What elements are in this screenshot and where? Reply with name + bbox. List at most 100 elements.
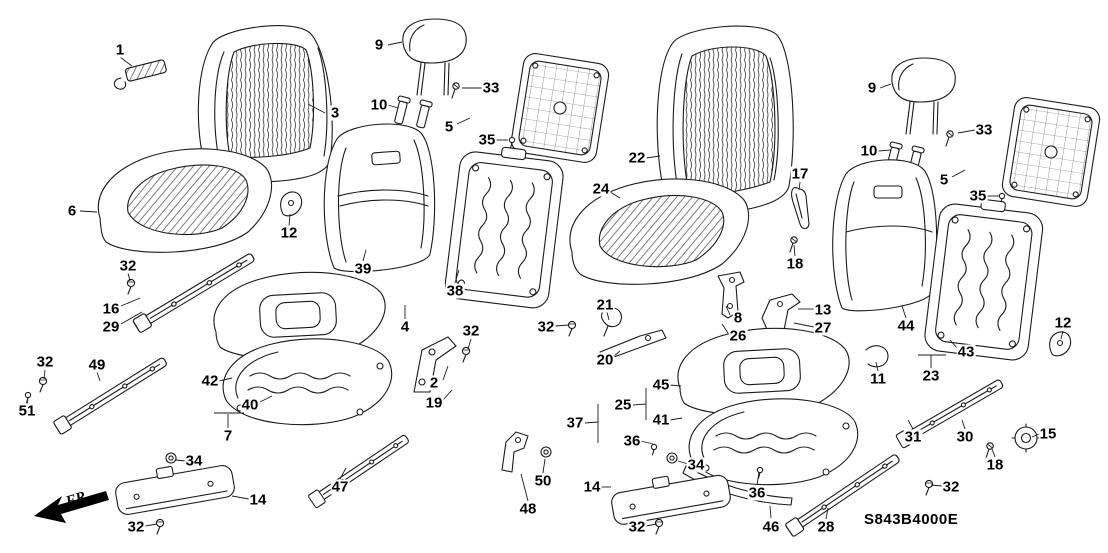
part-callout-5: 5: [443, 118, 455, 136]
part-callout-7: 7: [222, 427, 234, 445]
part-callout-35: 35: [968, 187, 988, 205]
leader-line: [467, 338, 472, 350]
leader-line: [175, 459, 187, 462]
leader-line: [793, 244, 796, 257]
part-callout-16: 16: [101, 300, 121, 318]
part-callout-30: 30: [955, 428, 975, 446]
leader-line: [120, 297, 141, 307]
part-callout-9: 9: [373, 36, 385, 54]
part-callout-43: 43: [956, 343, 976, 361]
leader-line: [640, 440, 654, 445]
leader-line: [951, 169, 966, 178]
part-callout-47: 47: [330, 478, 350, 496]
leader-line: [645, 523, 658, 527]
leader-line: [961, 419, 966, 430]
leader-line: [756, 471, 760, 486]
leader-line: [120, 311, 143, 325]
part-callout-44: 44: [896, 317, 916, 335]
part-callout-14: 14: [582, 478, 602, 496]
leader-line: [520, 473, 529, 502]
part-callout-21: 21: [595, 296, 615, 314]
seatback-left-drawing: [197, 25, 333, 183]
leader-line: [387, 41, 403, 46]
part-callout-6: 6: [66, 202, 78, 220]
leader-line: [231, 495, 250, 500]
part-callout-36: 36: [747, 484, 767, 502]
part-callout-51: 51: [17, 402, 37, 420]
part-callout-27: 27: [813, 319, 833, 337]
part-callout-31: 31: [903, 428, 923, 446]
leader-line: [26, 396, 29, 405]
part-callout-32: 32: [941, 478, 961, 496]
seatback-right-drawing: [656, 25, 794, 213]
part-callout-32: 32: [118, 257, 138, 275]
leader-line: [144, 523, 158, 527]
leader-line: [879, 83, 892, 89]
part-callout-50: 50: [533, 472, 553, 490]
part-callout-48: 48: [518, 500, 538, 518]
leader-line: [669, 417, 683, 421]
part-callout-3: 3: [329, 104, 341, 122]
part-callout-12: 12: [279, 224, 299, 242]
leader-line: [307, 103, 326, 114]
latch-21-drawing: [601, 307, 622, 337]
part-callout-36: 36: [622, 432, 642, 450]
part-callout-23: 23: [921, 367, 941, 385]
part-callout-10: 10: [859, 142, 879, 160]
leader-line: [454, 269, 460, 284]
part-callout-9: 9: [866, 79, 878, 97]
bracket-8-26-drawing: [717, 271, 745, 319]
part-callout-37: 37: [565, 414, 585, 432]
part-callout-18: 18: [985, 456, 1005, 474]
part-callout-34: 34: [184, 452, 204, 470]
seatback-trim-39-drawing: [323, 123, 436, 273]
leader-line: [442, 365, 449, 381]
seatback-trim-44-drawing: [832, 159, 938, 312]
leader-line: [825, 507, 829, 520]
part-callout-32: 32: [536, 318, 556, 336]
part-callout-39: 39: [353, 260, 373, 278]
part-callout-22: 22: [627, 149, 647, 167]
leader-line: [542, 458, 546, 474]
bracket-2-19-drawing: [413, 336, 457, 393]
leader-line: [554, 324, 570, 327]
part-callout-46: 46: [761, 518, 781, 536]
part-callout-19: 19: [424, 394, 444, 412]
part-callout-32: 32: [126, 518, 146, 536]
part-callout-32: 32: [461, 322, 481, 340]
leader-line: [362, 249, 367, 262]
leader-line: [645, 155, 661, 159]
part-callout-8: 8: [732, 309, 744, 327]
part-callout-26: 26: [728, 327, 748, 345]
leader-line: [875, 361, 879, 372]
part-callout-38: 38: [445, 282, 465, 300]
part-callout-33: 33: [974, 121, 994, 139]
part-callout-25: 25: [613, 396, 633, 414]
part-callout-28: 28: [816, 518, 836, 536]
part-callout-10: 10: [369, 96, 389, 114]
leader-line: [259, 395, 273, 403]
part-callout-32: 32: [35, 353, 55, 371]
seat-cushion-right-drawing: [569, 178, 750, 285]
leader-line: [442, 389, 453, 401]
leader-line: [798, 181, 801, 191]
fr-arrow-icon: [34, 491, 109, 523]
recliner-handle-17-drawing: [791, 187, 810, 230]
part-callout-29: 29: [101, 318, 121, 336]
part-callout-33: 33: [481, 79, 501, 97]
leader-line: [218, 377, 233, 382]
seat-cushion-left-drawing: [97, 148, 273, 253]
part-callout-35: 35: [477, 131, 497, 149]
part-callout-24: 24: [591, 180, 611, 198]
leader-line: [632, 403, 647, 406]
leader-line: [456, 117, 471, 125]
leader-line: [339, 467, 347, 480]
leader-line: [877, 149, 892, 152]
leader-line: [127, 272, 131, 282]
part-callout-45: 45: [651, 376, 671, 394]
part-callout-12: 12: [1053, 314, 1073, 332]
leader-line: [1031, 433, 1040, 438]
leader-line: [725, 305, 731, 316]
wire-spring-1-drawing: [113, 59, 167, 90]
